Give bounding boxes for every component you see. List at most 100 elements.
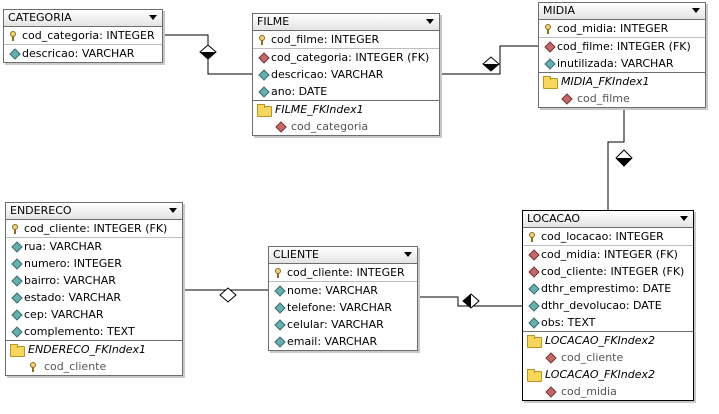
foreign-key-column[interactable]: cod_cliente: INTEGER (FK) (523, 263, 693, 280)
primary-key-column[interactable]: cod_filme: INTEGER (253, 31, 439, 49)
table-cliente[interactable]: CLIENTE cod_cliente: INTEGER nome: VARCH… (268, 246, 418, 351)
table-endereco[interactable]: ENDERECO cod_cliente: INTEGER (FK) rua: … (5, 202, 183, 376)
table-column[interactable]: nome: VARCHAR (269, 282, 417, 299)
primary-key-column[interactable]: cod_categoria: INTEGER (4, 27, 162, 45)
column-icon (11, 275, 23, 287)
foreign-key-column[interactable]: cod_filme: INTEGER (FK) (539, 38, 705, 55)
non-identifying-diamond-icon (219, 287, 237, 303)
column-icon (9, 48, 21, 60)
table-midia[interactable]: MIDIA cod_midia: INTEGER cod_filme: INTE… (538, 2, 706, 108)
dropdown-arrow-icon[interactable] (404, 252, 412, 257)
table-column[interactable]: complemento: TEXT (6, 323, 182, 340)
index-column[interactable]: cod_categoria (253, 118, 439, 135)
identifying-diamond-half-icon (483, 64, 499, 71)
foreign-key-column[interactable]: cod_categoria: INTEGER (FK) (253, 49, 439, 66)
column-icon (274, 319, 286, 331)
table-categoria[interactable]: CATEGORIA cod_categoria: INTEGER descric… (3, 9, 163, 63)
relationship-cliente-locacao[interactable] (418, 296, 522, 307)
primary-key-icon (10, 31, 16, 41)
table-filme[interactable]: FILME cod_filme: INTEGER cod_categoria: … (252, 13, 440, 136)
table-column[interactable]: numero: INTEGER (6, 255, 182, 272)
index-entry[interactable]: FILME_FKIndex1 (253, 101, 439, 118)
table-locacao[interactable]: LOCACAO cod_locacao: INTEGER cod_midia: … (522, 210, 694, 401)
table-column[interactable]: telefone: VARCHAR (269, 299, 417, 316)
index-entry[interactable]: LOCACAO_FKIndex2 (523, 366, 693, 383)
table-title: LOCACAO (527, 212, 581, 225)
table-header[interactable]: CLIENTE (269, 247, 417, 264)
column-icon (11, 292, 23, 304)
index-section: FILME_FKIndex1 cod_categoria (253, 100, 439, 135)
foreign-key-column[interactable]: cod_midia: INTEGER (FK) (523, 246, 693, 263)
table-title: CLIENTE (273, 248, 319, 261)
table-column[interactable]: obs: TEXT (523, 314, 693, 331)
column-label: telefone: VARCHAR (287, 301, 393, 314)
table-column[interactable]: celular: VARCHAR (269, 316, 417, 333)
column-label: obs: TEXT (541, 316, 596, 329)
index-column[interactable]: cod_midia (523, 383, 693, 400)
index-column-label: cod_filme (577, 92, 630, 105)
table-column[interactable]: inutilizada: VARCHAR (539, 55, 705, 72)
table-column[interactable]: estado: VARCHAR (6, 289, 182, 306)
table-header[interactable]: FILME (253, 14, 439, 31)
column-label: cod_cliente: INTEGER (FK) (24, 222, 168, 235)
dropdown-arrow-icon[interactable] (169, 208, 177, 213)
table-column[interactable]: rua: VARCHAR (6, 238, 182, 255)
relationship-filme-midia[interactable] (440, 45, 538, 75)
table-column[interactable]: dthr_emprestimo: DATE (523, 280, 693, 297)
column-label: numero: INTEGER (24, 257, 122, 270)
column-label: ano: DATE (271, 85, 328, 98)
table-title: CATEGORIA (8, 11, 72, 24)
table-column[interactable]: cep: VARCHAR (6, 306, 182, 323)
primary-key-column[interactable]: cod_cliente: INTEGER (FK) (6, 220, 182, 238)
column-label: cod_filme: INTEGER (FK) (557, 40, 691, 53)
index-section: LOCACAO_FKIndex2 cod_cliente LOCACAO_FKI… (523, 331, 693, 400)
table-header[interactable]: ENDERECO (6, 203, 182, 220)
column-icon (11, 241, 23, 253)
table-column[interactable]: descricao: VARCHAR (4, 45, 162, 62)
dropdown-arrow-icon[interactable] (149, 15, 157, 20)
primary-key-icon (259, 35, 265, 45)
identifying-diamond-half-icon (463, 294, 471, 308)
table-column[interactable]: descricao: VARCHAR (253, 66, 439, 83)
index-entry[interactable]: MIDIA_FKIndex1 (539, 73, 705, 90)
index-name: LOCACAO_FKIndex2 (545, 334, 656, 347)
primary-key-column[interactable]: cod_locacao: INTEGER (523, 228, 693, 246)
index-column[interactable]: cod_filme (539, 90, 705, 107)
index-column[interactable]: cod_cliente (6, 358, 182, 375)
index-column[interactable]: cod_cliente (523, 349, 693, 366)
index-entry[interactable]: LOCACAO_FKIndex2 (523, 332, 693, 349)
dropdown-arrow-icon[interactable] (680, 216, 688, 221)
index-name: MIDIA_FKIndex1 (561, 75, 650, 88)
table-title: ENDERECO (10, 204, 72, 217)
primary-key-icon (529, 232, 535, 242)
column-label: inutilizada: VARCHAR (557, 57, 674, 70)
index-entry[interactable]: ENDERECO_FKIndex1 (6, 341, 182, 358)
index-name: LOCACAO_FKIndex2 (545, 368, 656, 381)
column-icon (258, 86, 270, 98)
table-column[interactable]: dthr_devolucao: DATE (523, 297, 693, 314)
column-label: estado: VARCHAR (24, 291, 122, 304)
column-label: descricao: VARCHAR (271, 68, 384, 81)
column-label: cod_categoria: INTEGER (22, 29, 155, 42)
column-icon (274, 285, 286, 297)
column-label: dthr_devolucao: DATE (541, 299, 662, 312)
index-section: ENDERECO_FKIndex1 cod_cliente (6, 340, 182, 375)
table-column[interactable]: ano: DATE (253, 83, 439, 100)
primary-key-column[interactable]: cod_cliente: INTEGER (269, 264, 417, 282)
primary-key-icon (275, 268, 281, 278)
dropdown-arrow-icon[interactable] (692, 8, 700, 13)
table-column[interactable]: bairro: VARCHAR (6, 272, 182, 289)
table-header[interactable]: LOCACAO (523, 211, 693, 228)
relationship-midia-locacao[interactable] (607, 108, 625, 210)
index-column-label: cod_cliente (44, 360, 107, 373)
foreign-key-icon (544, 41, 556, 53)
table-header[interactable]: MIDIA (539, 3, 705, 20)
table-title: FILME (257, 15, 290, 28)
table-header[interactable]: CATEGORIA (4, 10, 162, 27)
table-column[interactable]: email: VARCHAR (269, 333, 417, 350)
foreign-key-icon (258, 52, 270, 64)
folder-icon (527, 335, 542, 348)
dropdown-arrow-icon[interactable] (426, 19, 434, 24)
primary-key-column[interactable]: cod_midia: INTEGER (539, 20, 705, 38)
